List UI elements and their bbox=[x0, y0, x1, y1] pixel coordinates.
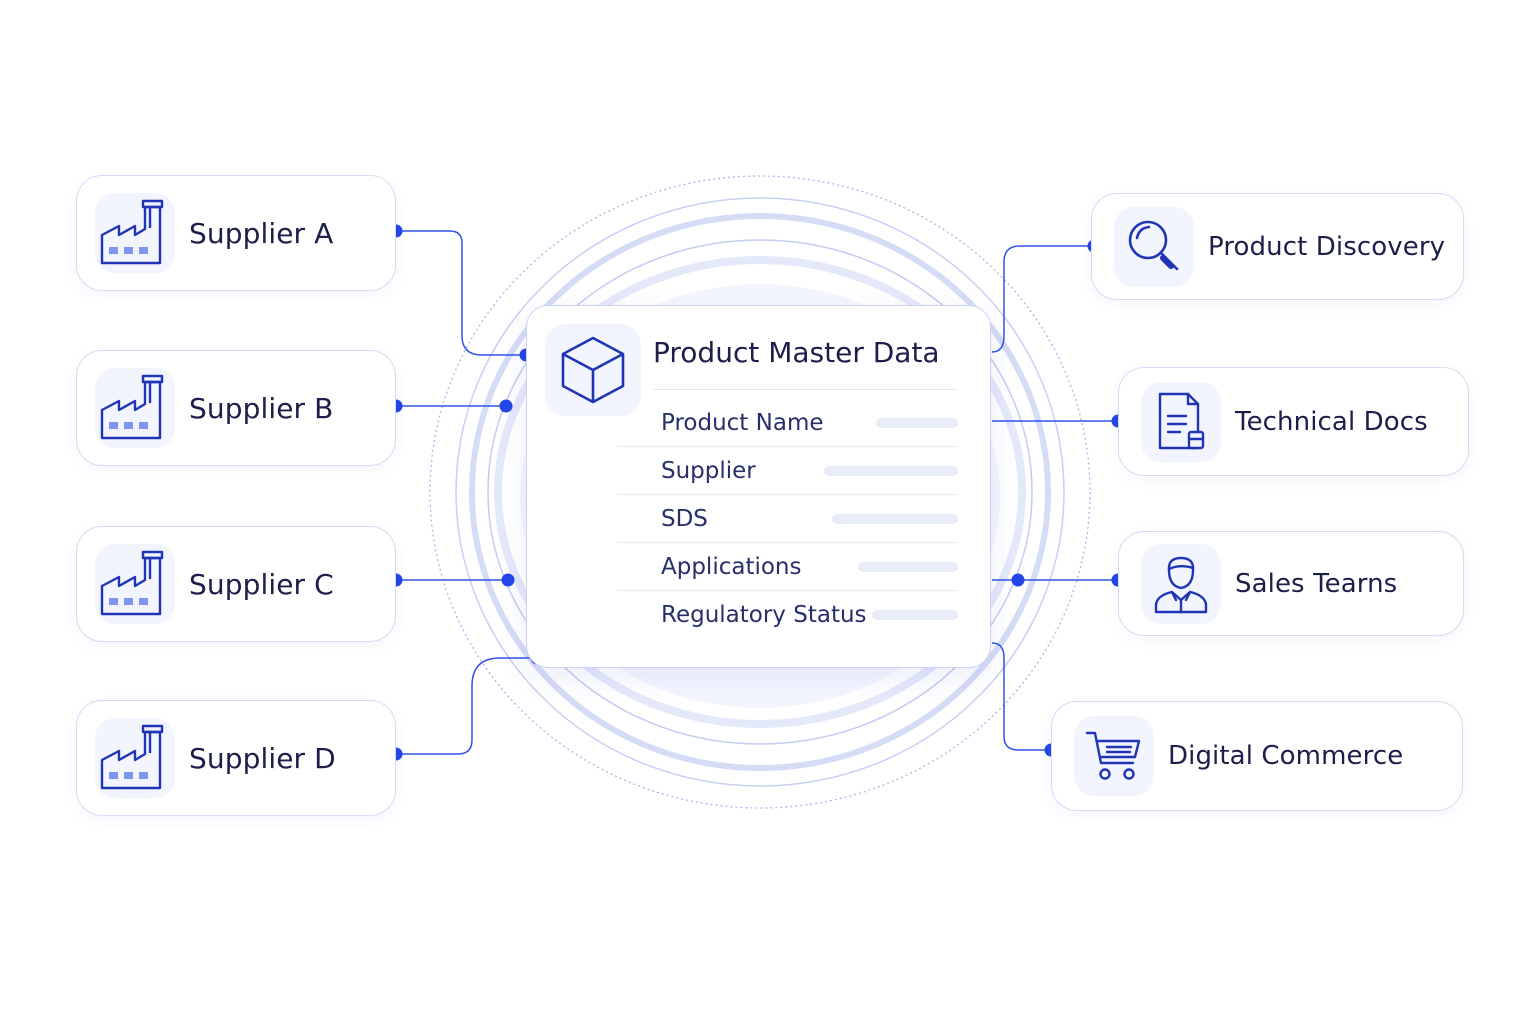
field-label: Applications bbox=[661, 553, 802, 580]
cube-icon bbox=[545, 324, 641, 416]
factory-icon bbox=[95, 718, 175, 798]
factory-icon bbox=[95, 368, 175, 448]
title-divider bbox=[653, 389, 958, 390]
wire-supplier-d bbox=[396, 657, 537, 755]
product-discovery-node[interactable]: Product Discovery bbox=[1091, 193, 1464, 300]
document-icon bbox=[1141, 381, 1221, 462]
digital-commerce-node[interactable]: Digital Commerce bbox=[1051, 701, 1463, 811]
wire-digital-commerce bbox=[991, 642, 1051, 751]
hub-title: Product Master Data bbox=[653, 336, 940, 369]
port-dot bbox=[501, 573, 515, 587]
consumer-label: Product Discovery bbox=[1208, 231, 1446, 262]
shopping-cart-icon bbox=[1074, 716, 1154, 796]
port-dot bbox=[1011, 573, 1025, 587]
outer-ring bbox=[429, 175, 1091, 809]
supplier-label: Supplier B bbox=[189, 391, 334, 425]
factory-icon bbox=[95, 544, 175, 624]
port-dot bbox=[499, 399, 513, 413]
supplier-label: Supplier A bbox=[189, 216, 334, 250]
field-value-placeholder bbox=[858, 561, 958, 572]
technical-docs-node[interactable]: Technical Docs bbox=[1118, 367, 1469, 476]
sales-teams-node[interactable]: Sales Tearns bbox=[1118, 531, 1464, 636]
supplier-b-node[interactable]: Supplier B bbox=[76, 350, 396, 466]
field-row: Applications bbox=[617, 543, 958, 591]
field-row: Supplier bbox=[617, 447, 958, 495]
field-label: Product Name bbox=[661, 409, 824, 436]
field-value-placeholder bbox=[876, 417, 958, 428]
product-master-data-card[interactable]: Product Master Data Product Name Supplie… bbox=[526, 305, 991, 668]
ring bbox=[487, 239, 1033, 745]
field-row: Product Name bbox=[617, 399, 958, 447]
consumer-label: Digital Commerce bbox=[1168, 741, 1404, 771]
supplier-label: Supplier C bbox=[189, 567, 334, 601]
consumer-label: Technical Docs bbox=[1235, 406, 1428, 437]
person-icon bbox=[1141, 543, 1221, 624]
field-value-placeholder bbox=[824, 465, 958, 476]
field-label: SDS bbox=[661, 505, 708, 532]
wire-supplier-a bbox=[396, 230, 526, 356]
supplier-d-node[interactable]: Supplier D bbox=[76, 700, 396, 816]
supplier-c-node[interactable]: Supplier C bbox=[76, 526, 396, 642]
ring bbox=[455, 197, 1065, 787]
field-label: Supplier bbox=[661, 457, 756, 484]
field-value-placeholder bbox=[872, 609, 958, 620]
field-label: Regulatory Status bbox=[661, 601, 867, 628]
consumer-label: Sales Tearns bbox=[1235, 568, 1398, 599]
supplier-label: Supplier D bbox=[189, 741, 336, 775]
wire-product-discovery bbox=[991, 245, 1094, 353]
magnifier-icon bbox=[1114, 206, 1194, 287]
supplier-a-node[interactable]: Supplier A bbox=[76, 175, 396, 291]
factory-icon bbox=[95, 193, 175, 273]
field-value-placeholder bbox=[832, 513, 958, 524]
ring bbox=[494, 256, 1026, 728]
field-row: Regulatory Status bbox=[617, 591, 958, 638]
field-row: SDS bbox=[617, 495, 958, 543]
ring bbox=[469, 213, 1051, 771]
